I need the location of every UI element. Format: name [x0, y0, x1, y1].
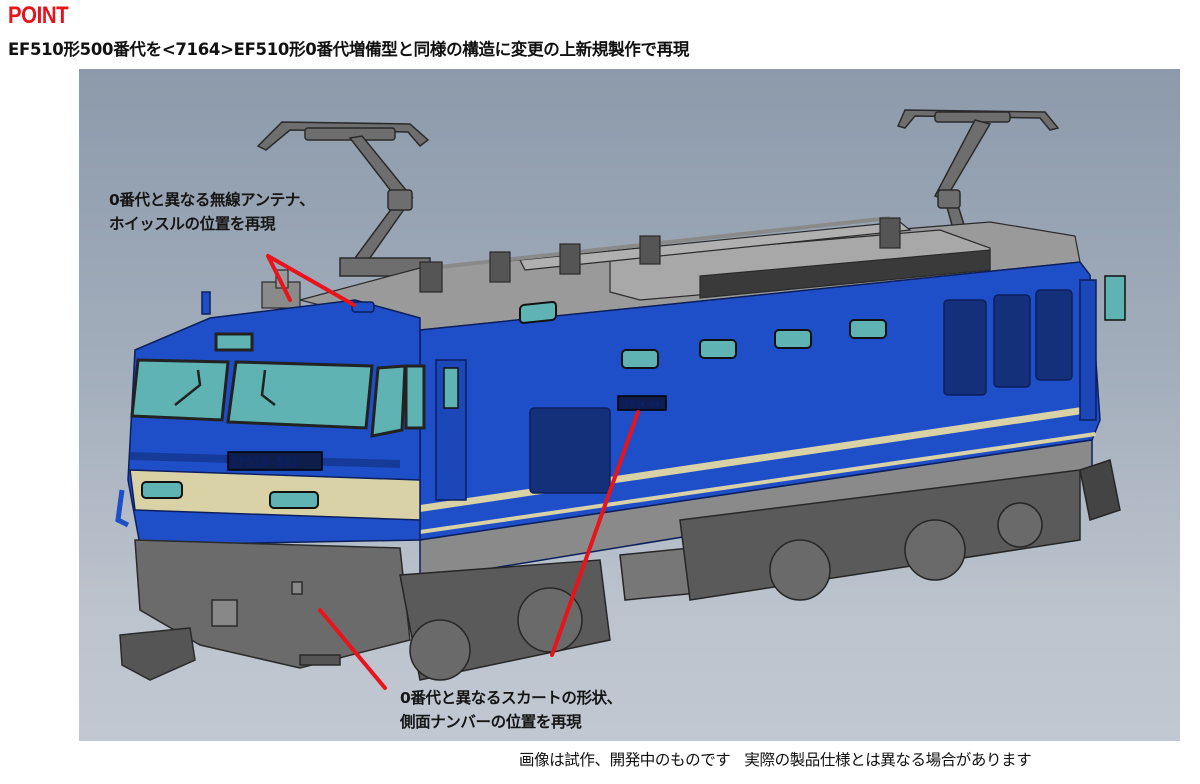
front-number-plate: EF510-501: [231, 454, 299, 469]
callout-antenna-whistle: 0番代と異なる無線アンテナ、 ホイッスルの位置を再現: [109, 188, 315, 236]
locomotive-cab: EF510-501: [115, 291, 426, 546]
locomotive-illustration: EF510-501: [115, 109, 1126, 690]
locomotive-body: EF510-501: [419, 261, 1126, 581]
callout-leader-lines: [266, 254, 640, 690]
point-label: POINT: [8, 2, 69, 29]
callout-line: 側面ナンバーの位置を再現: [400, 713, 582, 731]
pantograph-front-icon: [256, 121, 431, 277]
locomotive-render: EF510-501: [79, 69, 1180, 741]
callout-line: 0番代と異なる無線アンテナ、: [109, 191, 315, 209]
bogies: [399, 459, 1121, 681]
headline: EF510形500番代を<7164>EF510形0番代増備型と同様の構造に変更の…: [8, 40, 690, 59]
disclaimer: 画像は試作、開発中のものです実際の製品仕様とは異なる場合があります: [519, 748, 1032, 770]
disclaimer-spec: 実際の製品仕様とは異なる場合があります: [744, 751, 1032, 769]
roof-equipment: [261, 216, 1081, 331]
front-skirt: [119, 539, 411, 681]
callout-line: ホイッスルの位置を再現: [109, 215, 276, 233]
svg-text:EF510-501: EF510-501: [621, 400, 665, 409]
callout-line: 0番代と異なるスカートの形状、: [400, 689, 622, 707]
callout-skirt-sidenumber: 0番代と異なるスカートの形状、 側面ナンバーの位置を再現: [400, 686, 622, 734]
disclaimer-prototype: 画像は試作、開発中のものです: [519, 751, 731, 769]
